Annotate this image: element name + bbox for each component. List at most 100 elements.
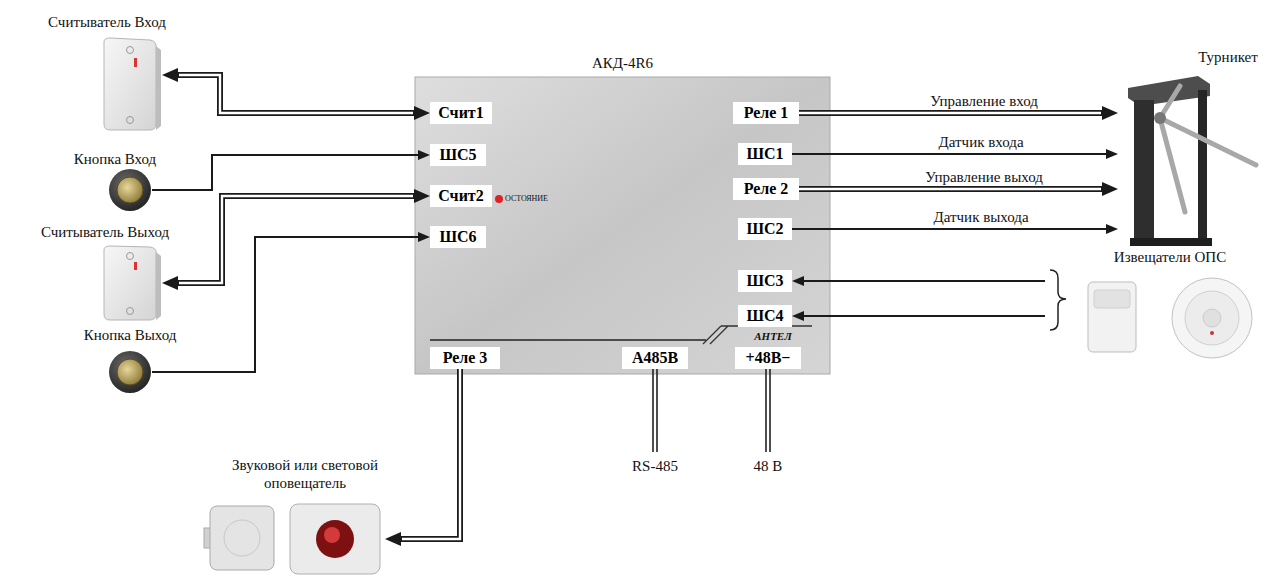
controller-title: АКД-4R6 bbox=[416, 54, 829, 72]
device-node: Кнопка Выход bbox=[108, 350, 152, 394]
connector bbox=[796, 281, 1045, 282]
controller-housing bbox=[415, 77, 830, 374]
connector-line bbox=[152, 237, 426, 372]
device-label: Кнопка Выход bbox=[84, 326, 177, 344]
device-node: Считыватель Выход bbox=[100, 246, 162, 320]
card-reader bbox=[104, 38, 156, 130]
reader-led bbox=[134, 262, 137, 270]
terminal-box: ШС2 bbox=[738, 218, 792, 240]
reader-screw bbox=[127, 308, 134, 315]
device-label: Звуковой или световой оповещатель bbox=[200, 456, 410, 492]
power-wire bbox=[765, 369, 767, 452]
device-label: Считыватель Вход bbox=[48, 13, 166, 31]
turnstile-post bbox=[1134, 100, 1154, 242]
terminal-label: Счит2 bbox=[438, 188, 483, 204]
reader-led bbox=[134, 58, 137, 67]
connector-line bbox=[799, 186, 1110, 192]
connector-gap bbox=[799, 188, 1101, 190]
connector-line bbox=[796, 315, 1045, 317]
brand-logo: АНТЕЛ bbox=[754, 331, 792, 342]
button-cap bbox=[117, 177, 143, 203]
connector-line bbox=[170, 75, 422, 113]
connector-line bbox=[792, 153, 1114, 155]
connector bbox=[799, 189, 1110, 190]
bracket bbox=[1050, 270, 1066, 330]
terminal-box: А485В bbox=[622, 347, 688, 369]
sounder-grille bbox=[224, 520, 260, 556]
connector bbox=[152, 155, 426, 190]
device-label: Кнопка Вход bbox=[74, 150, 156, 168]
turnstile-hub bbox=[1154, 112, 1166, 124]
turnstile-frame bbox=[1198, 90, 1207, 240]
connector-gap bbox=[799, 112, 1101, 114]
rs485-wire bbox=[652, 369, 654, 452]
terminal-label: ШС1 bbox=[746, 146, 783, 162]
connector bbox=[170, 196, 422, 283]
terminal-label: ШС2 bbox=[746, 221, 783, 237]
terminal-box: Счит1 bbox=[430, 102, 492, 124]
smoke-detector-ring bbox=[1185, 291, 1239, 345]
button-cap bbox=[117, 359, 143, 385]
status-led bbox=[495, 195, 503, 203]
sounder bbox=[210, 506, 274, 570]
connector-gap bbox=[179, 75, 413, 113]
button-body bbox=[109, 169, 151, 211]
turnstile-arm bbox=[1160, 118, 1185, 212]
connector-line bbox=[796, 280, 1045, 282]
edge-label: Управление выход bbox=[923, 169, 1045, 186]
device-label: Считыватель Выход bbox=[41, 223, 169, 241]
card-reader bbox=[104, 246, 156, 320]
controller-box: Счит1ШС5Счит2ШС6 Реле 1 ШС1Реле 2 ШС2ШС3ШС4… bbox=[415, 77, 830, 374]
edge-label: Датчик входа bbox=[937, 134, 1026, 151]
terminal-box: Счит2 bbox=[430, 185, 492, 207]
terminal-label: Счит1 bbox=[438, 105, 483, 121]
terminal-label: ШС6 bbox=[439, 229, 476, 245]
terminal-box: Реле 2 bbox=[733, 178, 799, 200]
edge-label: Датчик выхода bbox=[932, 209, 1031, 226]
motion-detector-lens bbox=[1094, 290, 1130, 308]
card-reader-side bbox=[156, 46, 161, 130]
connector bbox=[393, 369, 460, 539]
card-reader-side bbox=[156, 252, 161, 320]
connector-line bbox=[170, 196, 422, 283]
terminal-box: ШС3 bbox=[738, 270, 792, 292]
connector bbox=[799, 113, 1110, 114]
device-node: Кнопка Вход bbox=[108, 168, 152, 212]
strobe-lens bbox=[316, 520, 354, 558]
reader-screw bbox=[127, 117, 134, 124]
connector bbox=[792, 154, 1114, 155]
terminal-box: Реле 3 bbox=[430, 347, 500, 369]
rs485-wire bbox=[656, 369, 658, 452]
connector bbox=[792, 229, 1114, 230]
device-node: Извещатели ОПС bbox=[1045, 268, 1263, 362]
logo-slash bbox=[703, 326, 812, 344]
connector-line bbox=[799, 110, 1110, 116]
device-label: Извещатели ОПС bbox=[1114, 248, 1226, 266]
connector bbox=[170, 75, 422, 113]
edge-label: Управление вход bbox=[928, 93, 1040, 110]
terminal-box: Реле 1 bbox=[733, 102, 799, 124]
smoke-detector-led bbox=[1210, 331, 1214, 335]
turnstile-base bbox=[1130, 238, 1212, 246]
motion-detector bbox=[1088, 282, 1136, 352]
connector-line bbox=[792, 228, 1114, 230]
connector-line bbox=[152, 155, 426, 190]
turnstile-arm bbox=[1160, 118, 1256, 165]
housing-stripe bbox=[430, 339, 706, 341]
smoke-detector-core bbox=[1203, 309, 1221, 327]
terminal-box: +48В− bbox=[735, 347, 801, 369]
terminal-label: Реле 1 bbox=[744, 105, 789, 121]
terminal-label: ШС4 bbox=[746, 308, 783, 324]
terminal-label: Реле 2 bbox=[744, 181, 789, 197]
terminal-label: ШС3 bbox=[746, 273, 783, 289]
smoke-detector bbox=[1172, 278, 1252, 358]
connector bbox=[796, 316, 1045, 317]
terminal-box: ШС4 bbox=[738, 305, 792, 327]
strobe-light bbox=[290, 504, 380, 574]
terminal-label: А485В bbox=[632, 350, 678, 366]
terminal-box: ШС1 bbox=[738, 143, 792, 165]
device-node: Считыватель Вход bbox=[100, 38, 162, 130]
terminal-box: ШС5 bbox=[430, 144, 486, 166]
